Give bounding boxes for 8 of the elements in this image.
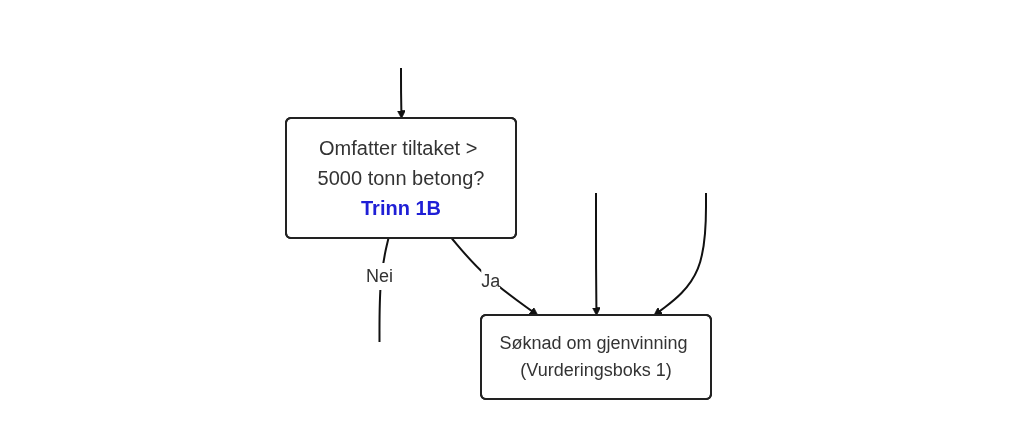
arrow: [653, 192, 707, 316]
node-text: Omfatter tiltaket > 5000 tonn betong? Trinn 1B: [317, 137, 484, 219]
edge-label: Nei: [365, 266, 393, 286]
arrow: [450, 237, 538, 316]
arrow: [396, 67, 406, 119]
node-text: Søknad om gjenvinning (Vurderingsboks 1): [498, 333, 688, 380]
arrow: [591, 192, 601, 316]
edge-label: Ja: [480, 271, 500, 292]
